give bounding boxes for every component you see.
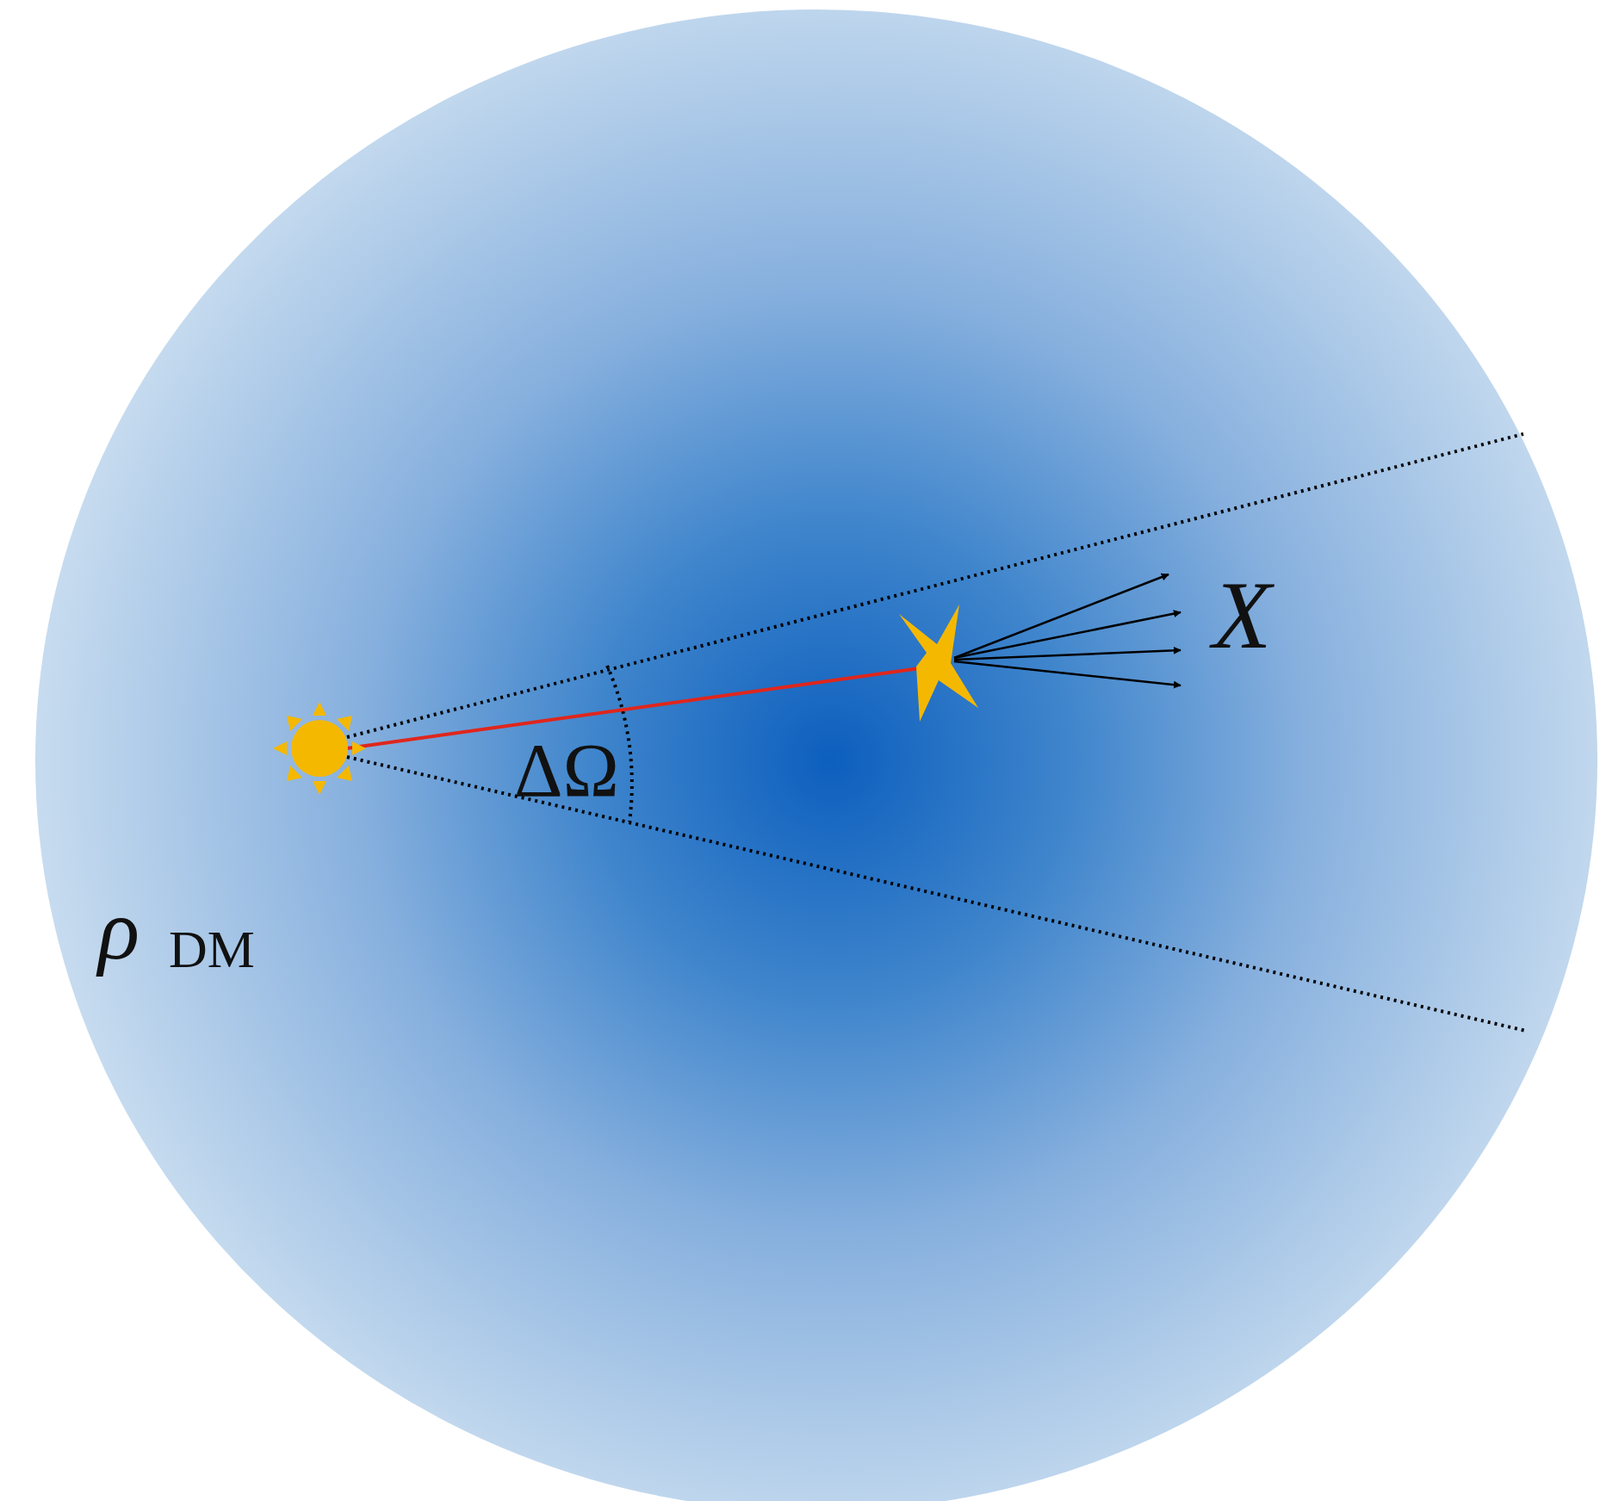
cone-edge (347, 434, 1524, 738)
solid-angle-label: ΔΩ (514, 732, 620, 809)
product-arrows (954, 574, 1181, 686)
density-subscript: DM (168, 922, 255, 976)
sun-symbol (272, 701, 366, 795)
dark-matter-halo (35, 9, 1598, 1501)
particle-path (347, 668, 920, 749)
density-symbol: ρ (98, 886, 140, 974)
particle-label: X (1212, 566, 1272, 664)
